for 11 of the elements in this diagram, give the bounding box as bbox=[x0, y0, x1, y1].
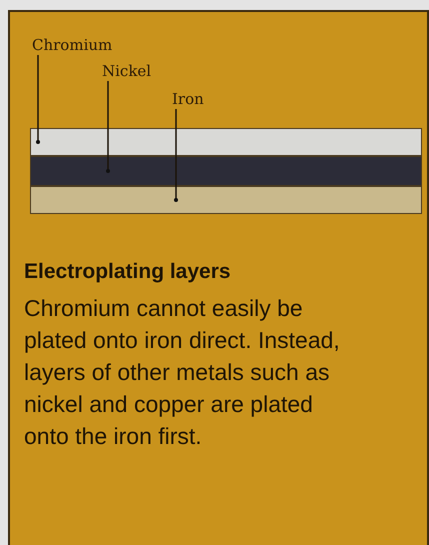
layer-band bbox=[30, 186, 422, 214]
leader-line bbox=[106, 81, 110, 173]
layer-band bbox=[30, 128, 422, 156]
leader-line bbox=[36, 55, 40, 144]
body-text: Chromium cannot easily be plated onto iron direct. Instead, layers of other metals such as nickel and copper are plated onto the iron first. bbox=[24, 294, 341, 451]
layer-label: Chromium bbox=[32, 36, 112, 54]
layer-label: Nickel bbox=[102, 62, 152, 80]
leader-line bbox=[174, 109, 178, 202]
layer-label: Iron bbox=[172, 90, 204, 108]
layer-band bbox=[30, 156, 422, 186]
heading: Electroplating layers bbox=[24, 260, 231, 284]
